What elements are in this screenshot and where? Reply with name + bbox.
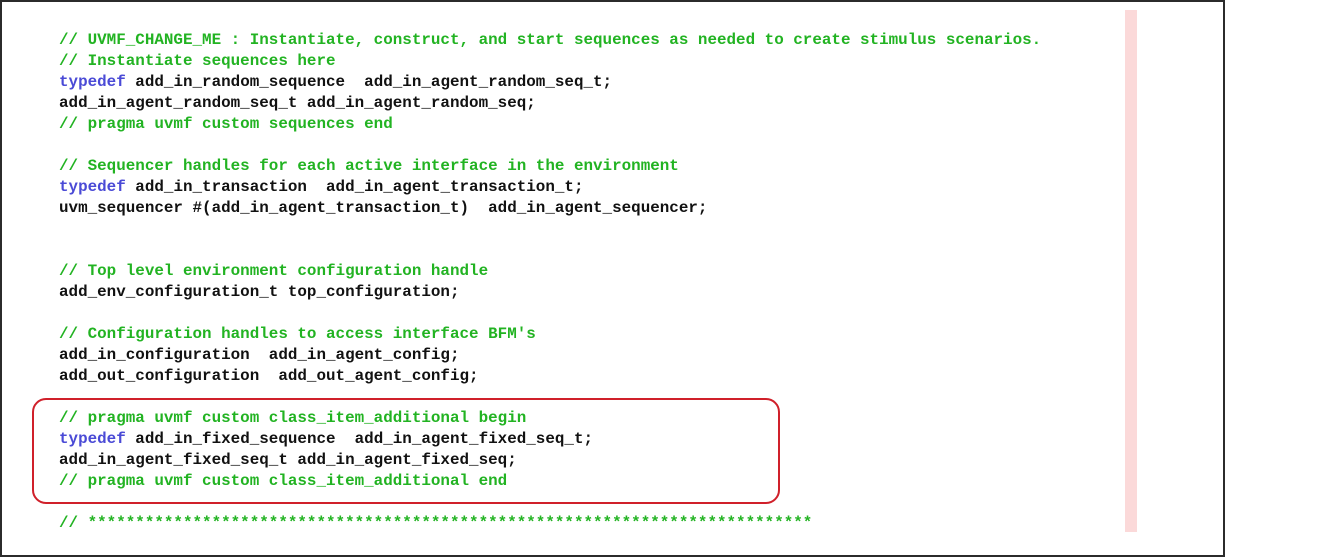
code-line: uvm_sequencer #(add_in_agent_transaction…	[59, 198, 1041, 219]
code-keyword: typedef	[59, 73, 126, 91]
code-block: // UVMF_CHANGE_ME : Instantiate, constru…	[59, 30, 1041, 534]
code-line: add_out_configuration add_out_agent_conf…	[59, 366, 1041, 387]
code-line: typedef add_in_fixed_sequence add_in_age…	[59, 429, 1041, 450]
code-comment: // Top level environment configuration h…	[59, 262, 489, 280]
code-line: // pragma uvmf custom class_item_additio…	[59, 408, 1041, 429]
code-line: // pragma uvmf custom class_item_additio…	[59, 471, 1041, 492]
code-keyword: typedef	[59, 430, 126, 448]
code-text: add_in_agent_random_seq_t add_in_agent_r…	[59, 94, 536, 112]
highlight-box	[32, 398, 780, 504]
code-line: add_in_configuration add_in_agent_config…	[59, 345, 1041, 366]
code-line: // Top level environment configuration h…	[59, 261, 1041, 282]
code-line: // Instantiate sequences here	[59, 51, 1041, 72]
code-line: // UVMF_CHANGE_ME : Instantiate, constru…	[59, 30, 1041, 51]
code-line: // pragma uvmf custom sequences end	[59, 114, 1041, 135]
code-comment: // pragma uvmf custom class_item_additio…	[59, 472, 508, 490]
code-line	[59, 240, 1041, 261]
code-text: add_in_random_sequence add_in_agent_rand…	[125, 73, 613, 91]
code-line: // *************************************…	[59, 513, 1041, 534]
code-text: add_in_configuration add_in_agent_config…	[59, 346, 460, 364]
code-comment: // Instantiate sequences here	[59, 52, 336, 70]
code-text: add_env_configuration_t top_configuratio…	[59, 283, 460, 301]
code-line	[59, 135, 1041, 156]
code-line: typedef add_in_transaction add_in_agent_…	[59, 177, 1041, 198]
code-line	[59, 219, 1041, 240]
margin-guide	[1125, 10, 1137, 532]
code-comment: // Sequencer handles for each active int…	[59, 157, 679, 175]
code-line: typedef add_in_random_sequence add_in_ag…	[59, 72, 1041, 93]
code-comment: // *************************************…	[59, 514, 813, 532]
code-line: add_env_configuration_t top_configuratio…	[59, 282, 1041, 303]
code-text: add_in_agent_fixed_seq_t add_in_agent_fi…	[59, 451, 517, 469]
code-line: // Configuration handles to access inter…	[59, 324, 1041, 345]
code-keyword: typedef	[59, 178, 126, 196]
code-line: // Sequencer handles for each active int…	[59, 156, 1041, 177]
code-text: add_in_transaction add_in_agent_transact…	[125, 178, 584, 196]
code-snippet-frame: // UVMF_CHANGE_ME : Instantiate, constru…	[0, 0, 1225, 557]
code-comment: // Configuration handles to access inter…	[59, 325, 536, 343]
code-text: add_in_fixed_sequence add_in_agent_fixed…	[125, 430, 594, 448]
code-text: add_out_configuration add_out_agent_conf…	[59, 367, 479, 385]
code-line	[59, 303, 1041, 324]
code-comment: // pragma uvmf custom sequences end	[59, 115, 393, 133]
code-comment: // UVMF_CHANGE_ME : Instantiate, constru…	[59, 31, 1042, 49]
code-line: add_in_agent_random_seq_t add_in_agent_r…	[59, 93, 1041, 114]
code-text: uvm_sequencer #(add_in_agent_transaction…	[59, 199, 708, 217]
code-line: add_in_agent_fixed_seq_t add_in_agent_fi…	[59, 450, 1041, 471]
code-comment: // pragma uvmf custom class_item_additio…	[59, 409, 527, 427]
